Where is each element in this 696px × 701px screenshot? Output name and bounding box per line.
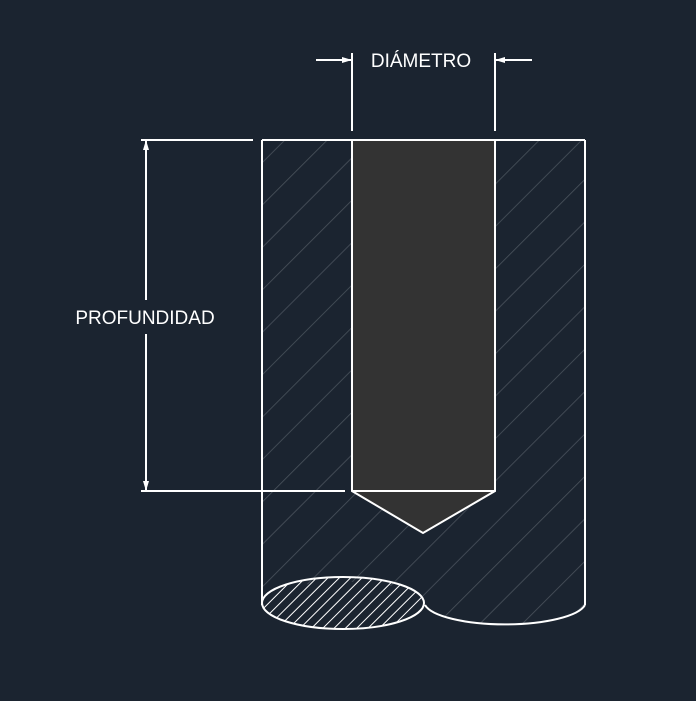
section-ellipse xyxy=(261,576,425,630)
bore xyxy=(351,139,496,535)
diameter-dimension xyxy=(316,53,532,131)
diameter-label: DIÁMETRO xyxy=(371,51,471,72)
part-outline xyxy=(261,139,586,626)
depth-dimension xyxy=(141,139,345,492)
depth-label: PROFUNDIDAD xyxy=(75,308,214,329)
